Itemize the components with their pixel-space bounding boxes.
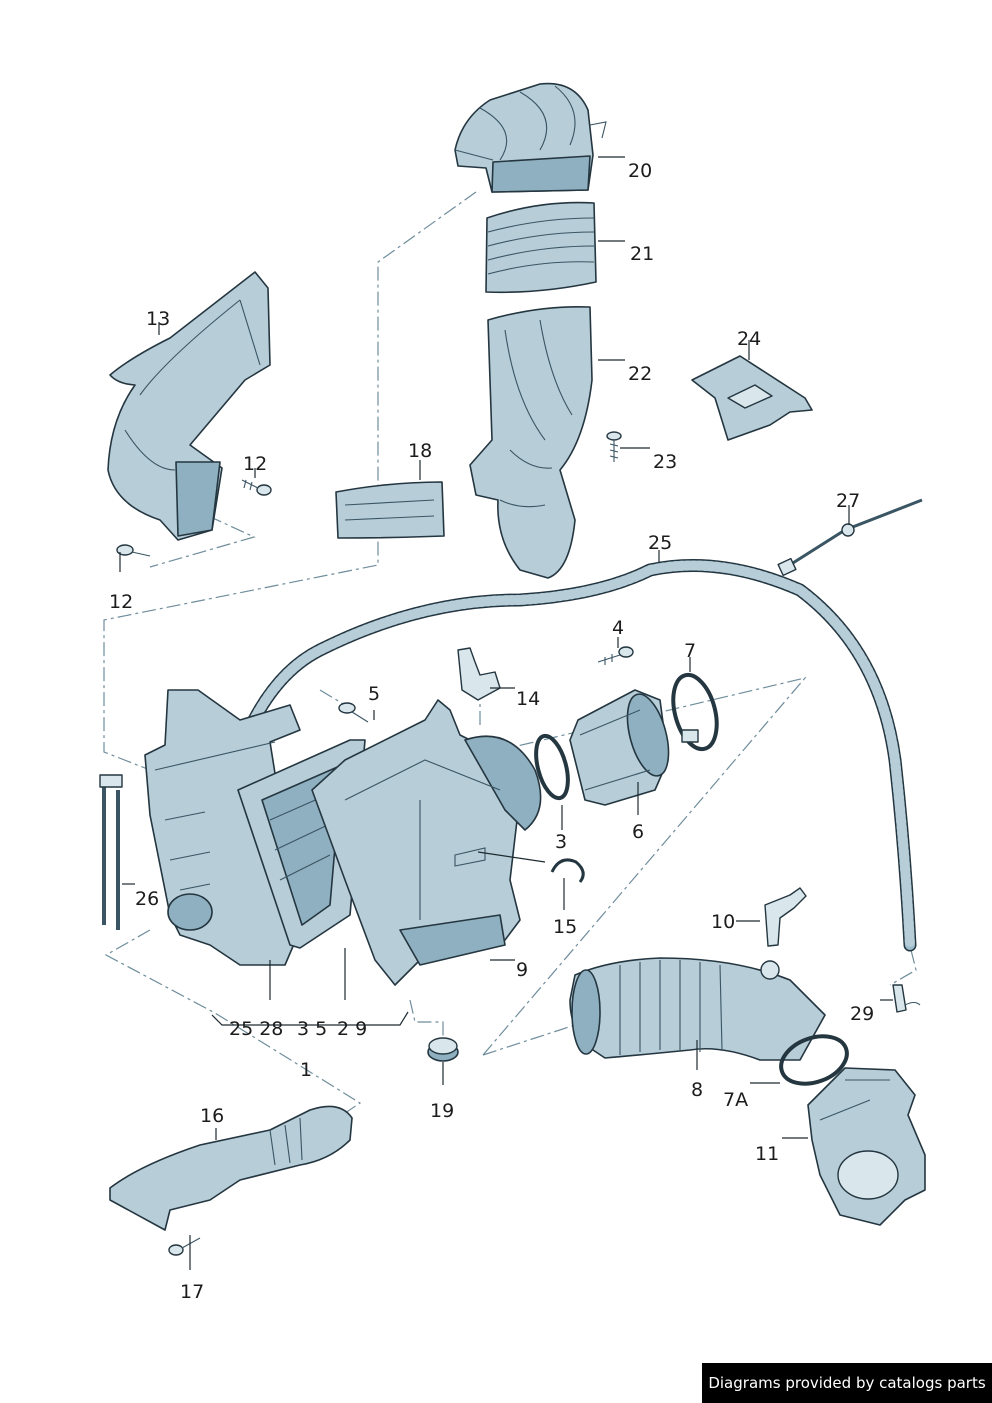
part-17-screw <box>168 1237 201 1256</box>
callout-3: 3 <box>555 831 567 853</box>
part-5-screw <box>338 702 369 723</box>
part-24-cover <box>691 355 813 441</box>
part-16-duct <box>109 1105 353 1231</box>
callout-4: 4 <box>612 617 624 639</box>
part-13-air-duct <box>107 271 271 541</box>
callout-group-25-28: 25 28 <box>229 1018 283 1040</box>
callout-15: 15 <box>553 916 577 938</box>
callout-25: 25 <box>648 532 672 554</box>
part-21-bellows-seal <box>485 201 597 294</box>
part-7a-clamp <box>779 1034 849 1086</box>
part-18-filter-pad <box>335 481 445 539</box>
part-3-o-ring <box>534 733 570 801</box>
part-19-grommet <box>427 1037 459 1062</box>
callout-27: 27 <box>836 490 860 512</box>
callout-13: 13 <box>146 308 170 330</box>
callout-9: 9 <box>516 959 528 981</box>
part-22-intake-duct <box>469 305 593 579</box>
leader-lines <box>119 156 893 1270</box>
credit-banner: Diagrams provided by catalogs parts <box>702 1363 992 1403</box>
part-26-cable-ties <box>99 774 123 930</box>
credit-text: Diagrams provided by catalogs parts <box>708 1374 986 1392</box>
callouts: 20 21 22 23 24 13 12 12 18 27 25 5 4 7 1… <box>109 160 874 1303</box>
callout-23: 23 <box>653 451 677 473</box>
callout-29: 29 <box>850 1003 874 1025</box>
callout-group-3-5: 3 5 <box>297 1018 327 1040</box>
callout-18: 18 <box>408 440 432 462</box>
callout-12-lower: 12 <box>109 591 133 613</box>
part-11-throttle-body <box>807 1067 926 1226</box>
callout-16: 16 <box>200 1105 224 1127</box>
callout-6: 6 <box>632 821 644 843</box>
part-8-intake-hose <box>569 957 826 1061</box>
callout-8: 8 <box>691 1079 703 1101</box>
part-14-clip <box>457 647 501 701</box>
part-29-connector <box>892 984 921 1013</box>
part-23-screw <box>606 431 622 462</box>
callout-22: 22 <box>628 363 652 385</box>
part-airbox-lower <box>144 689 301 966</box>
callout-17: 17 <box>180 1281 204 1303</box>
callout-19: 19 <box>430 1100 454 1122</box>
part-4-screw <box>597 646 634 665</box>
callout-7a: 7A <box>723 1089 748 1111</box>
part-20-intake-snorkel <box>454 82 607 193</box>
part-12-screws <box>116 479 272 557</box>
part-10-elbow <box>764 887 807 947</box>
callout-1: 1 <box>300 1059 312 1081</box>
callout-26: 26 <box>135 888 159 910</box>
callout-14: 14 <box>516 688 540 710</box>
callout-7: 7 <box>684 640 696 662</box>
callout-20: 20 <box>628 160 652 182</box>
callout-10: 10 <box>711 911 735 933</box>
callout-5: 5 <box>368 683 380 705</box>
callout-11: 11 <box>755 1143 779 1165</box>
callout-12-upper: 12 <box>243 453 267 475</box>
part-airbox-upper <box>311 699 542 986</box>
part-15-spring-clip <box>550 858 585 883</box>
callout-24: 24 <box>737 328 761 350</box>
callout-group-2-9: 2 9 <box>337 1018 367 1040</box>
part-6-air-mass-meter <box>569 689 670 806</box>
callout-21: 21 <box>630 243 654 265</box>
part-27-cable-tie <box>777 498 923 577</box>
part-7-clamp <box>671 672 719 752</box>
